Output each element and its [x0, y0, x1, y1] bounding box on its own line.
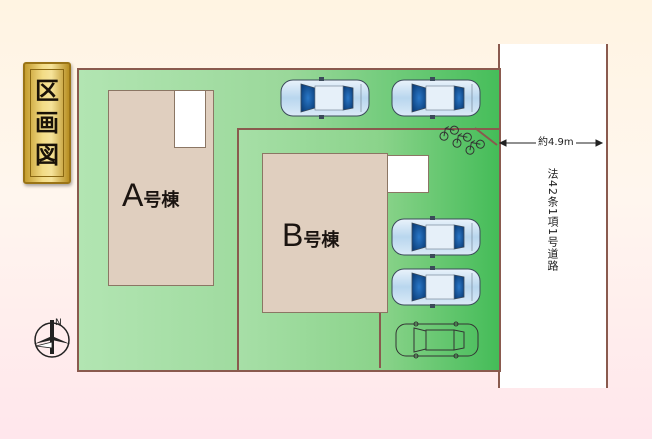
car-1 — [280, 76, 370, 120]
building-b-porch — [387, 155, 429, 193]
title-plaque: 区 画 図 — [23, 62, 71, 184]
building-b-suffix: 号棟 — [303, 230, 340, 251]
title-char-1: 区 — [35, 76, 59, 105]
bicycle-icon — [439, 125, 485, 155]
building-b — [262, 153, 388, 313]
building-b-label: B号棟 — [282, 217, 339, 254]
road-label: 法42条1項1号道路 — [546, 168, 559, 272]
title-char-3: 図 — [35, 140, 59, 169]
title-char-2: 画 — [35, 108, 59, 137]
car-3 — [391, 215, 481, 259]
compass-north-label: N — [55, 318, 62, 328]
car-outline — [395, 321, 479, 359]
building-a-letter: A — [122, 177, 144, 213]
road-width-label: 約4.9m — [536, 133, 576, 148]
car-2 — [391, 76, 481, 120]
building-a-suffix: 号棟 — [143, 190, 180, 211]
lot-corner-cut — [474, 127, 498, 146]
car-4 — [391, 265, 481, 309]
compass-icon — [34, 320, 70, 358]
building-a-label: A号棟 — [122, 177, 179, 214]
building-b-letter: B — [282, 217, 304, 253]
building-a-porch — [174, 90, 206, 148]
